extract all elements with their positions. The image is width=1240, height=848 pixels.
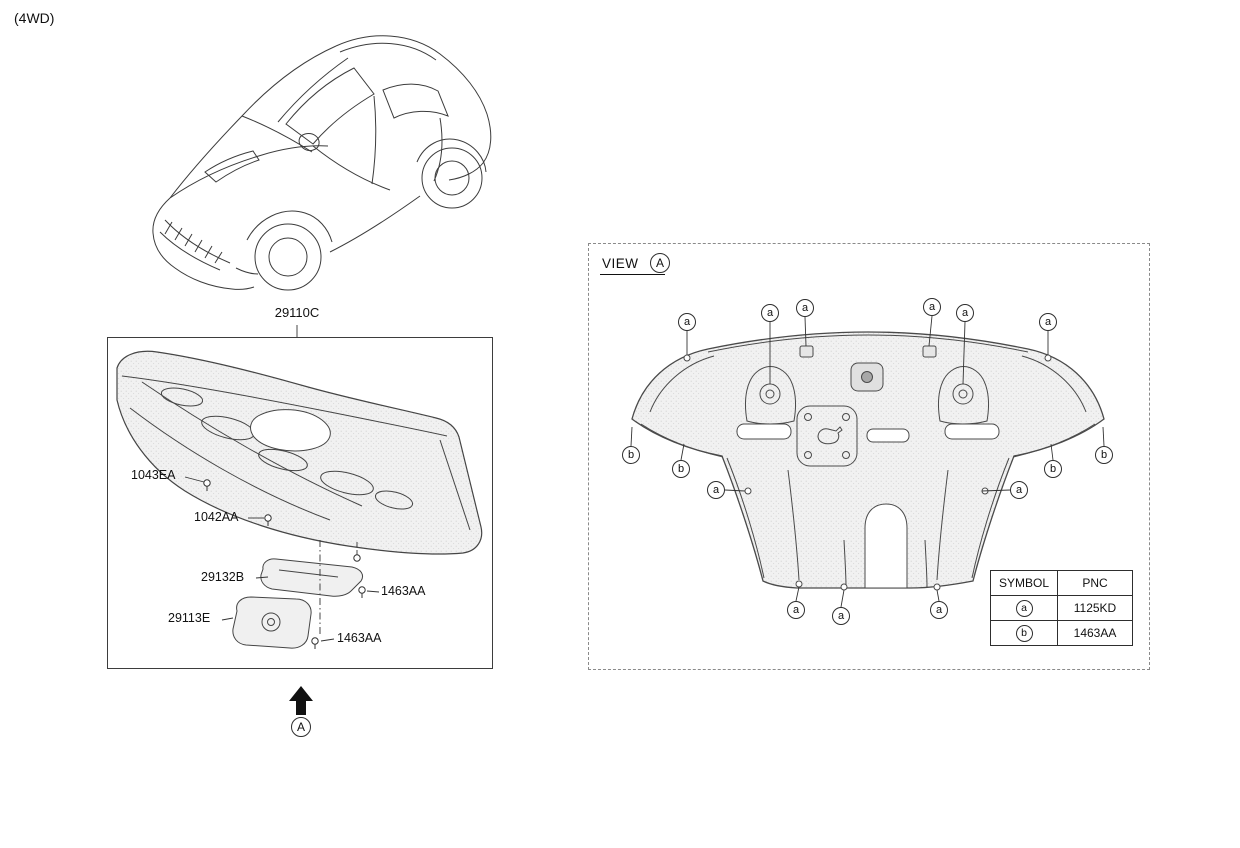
- part-label-1463aa-2[interactable]: 1463AA: [337, 631, 382, 645]
- part-label-1043ea[interactable]: 1043EA: [131, 468, 176, 482]
- symbol-b-circle: b: [1015, 624, 1033, 642]
- callout-a-2[interactable]: a: [761, 304, 779, 322]
- table-header-row: SYMBOL PNC: [990, 570, 1133, 596]
- callout-a-8[interactable]: a: [1010, 481, 1028, 499]
- bolt-icons: [203, 479, 366, 649]
- callout-a-7[interactable]: a: [707, 481, 725, 499]
- leader-lines-view: [630, 315, 1105, 608]
- view-a-title: VIEW: [600, 256, 665, 275]
- table-row: a 1125KD: [990, 595, 1133, 621]
- symbol-pnc-table: SYMBOL PNC a 1125KD b 1463AA: [990, 570, 1133, 646]
- view-a-reference-circle: A: [291, 717, 311, 737]
- pnc-column-header: PNC: [1057, 570, 1133, 596]
- callout-a-6[interactable]: a: [1039, 313, 1057, 331]
- callout-a-10[interactable]: a: [832, 607, 850, 625]
- pnc-cell-1463aa[interactable]: 1463AA: [1057, 620, 1133, 646]
- view-title-text: VIEW: [600, 256, 665, 275]
- callout-a-11[interactable]: a: [930, 601, 948, 619]
- parts-box-frame: [107, 337, 493, 669]
- callout-a-3[interactable]: a: [796, 299, 814, 317]
- callout-b-3[interactable]: b: [1044, 460, 1062, 478]
- symbol-a-circle: a: [1015, 599, 1033, 617]
- undercover-drawing: [116, 350, 483, 555]
- table-row: b 1463AA: [990, 620, 1133, 646]
- part-label-1042aa[interactable]: 1042AA: [194, 510, 239, 524]
- callout-b-2[interactable]: b: [672, 460, 690, 478]
- view-a-letter-circle: A: [650, 253, 670, 273]
- small-parts-drawing: [232, 558, 364, 649]
- callout-a-4[interactable]: a: [923, 298, 941, 316]
- part-label-29110c[interactable]: 29110C: [274, 305, 320, 320]
- leader-lines-left: [184, 325, 380, 642]
- symbol-cell-a: a: [990, 595, 1058, 621]
- view-direction-arrow: [289, 686, 313, 715]
- drivetrain-label: (4WD): [14, 10, 55, 26]
- callout-a-1[interactable]: a: [678, 313, 696, 331]
- pnc-cell-1125kd[interactable]: 1125KD: [1057, 595, 1133, 621]
- part-label-29132b[interactable]: 29132B: [201, 570, 245, 584]
- symbol-column-header: SYMBOL: [990, 570, 1058, 596]
- vehicle-illustration: [152, 35, 492, 291]
- part-label-1463aa-1[interactable]: 1463AA: [381, 584, 426, 598]
- part-label-29113e[interactable]: 29113E: [168, 611, 211, 625]
- callout-a-5[interactable]: a: [956, 304, 974, 322]
- view-a-panel-frame: [588, 243, 1150, 670]
- callout-b-4[interactable]: b: [1095, 446, 1113, 464]
- callout-a-9[interactable]: a: [787, 601, 805, 619]
- symbol-cell-b: b: [990, 620, 1058, 646]
- callout-b-1[interactable]: b: [622, 446, 640, 464]
